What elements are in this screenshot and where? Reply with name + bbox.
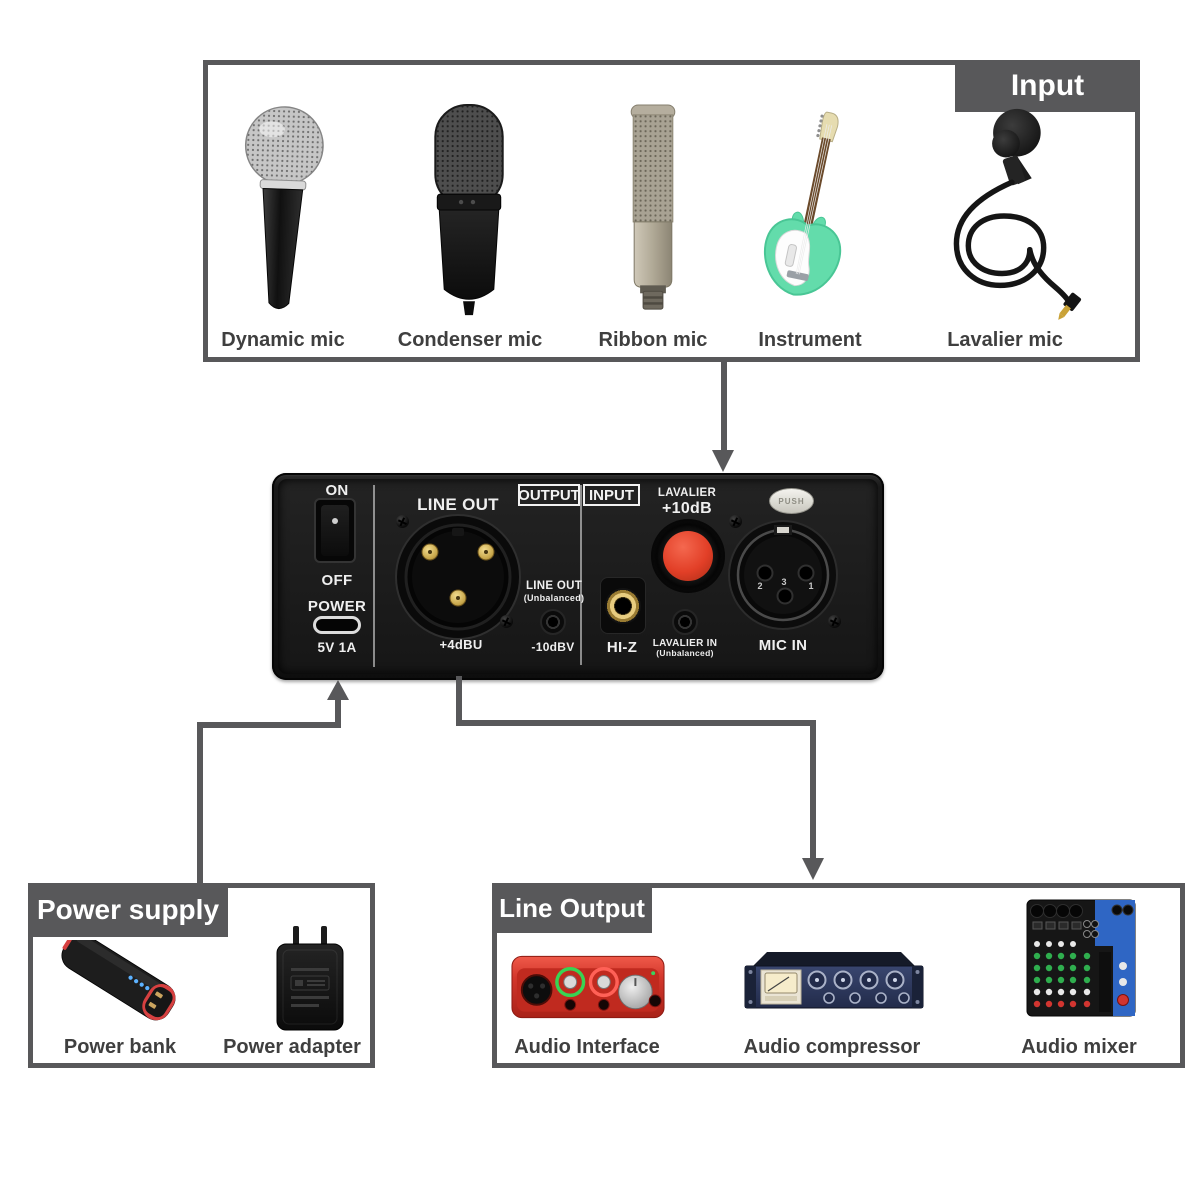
input-item-condenser-mic: Condenser mic (380, 99, 560, 352)
input-section-header: Input (955, 60, 1140, 112)
line-out-unbalanced-level: -10dBV (531, 640, 575, 654)
item-label: Instrument (758, 329, 862, 351)
usb-rating-label: 5V 1A (317, 640, 357, 655)
lavalier-gain-line1: LAVALIER (657, 487, 717, 499)
xlr-female-connector: 2 3 1 (728, 520, 838, 630)
xlr-pin2-number: 2 (757, 581, 762, 591)
power-bank-icon (61, 940, 176, 1021)
xlr-pin1-number: 1 (808, 581, 813, 591)
hi-z-label: HI-Z (606, 639, 638, 656)
input-item-dynamic-mic: Dynamic mic (193, 99, 373, 352)
lavalier-in-line1: LAVALIER IN (652, 638, 718, 649)
lavalier-mic-icon (953, 108, 1082, 320)
ribbon-mic-icon (630, 104, 676, 310)
power-adapter-icon (276, 926, 344, 1031)
power-switch (314, 498, 356, 563)
dynamic-mic-icon (244, 106, 324, 310)
power-path-arrowhead (327, 680, 349, 700)
power-path-vertical (197, 722, 203, 883)
line-output-title: Line Output (499, 892, 645, 923)
power-switch-dot (332, 518, 338, 524)
lavalier-gain-button-cap (663, 531, 713, 581)
line-out-level-label: +4dBU (439, 637, 483, 652)
item-label: Power adapter (223, 1036, 361, 1058)
audio-interface-icon (511, 955, 665, 1019)
lineout-path-vertical (810, 720, 816, 858)
lavalier-in-line2: (Unbalanced) (656, 648, 714, 659)
item-label: Dynamic mic (221, 329, 345, 351)
line-out-unbalanced-jack (540, 609, 566, 635)
lavalier-in-jack (672, 609, 698, 635)
lineout-path-horizontal (456, 720, 816, 726)
preamp-device: ON OFF POWER 5V 1A LINE OUT +4dBU (272, 473, 884, 680)
input-section-frame: Input Dynamic (203, 60, 1140, 362)
line-output-frame: Line Output (492, 883, 1185, 1068)
lavalier-in-label: LAVALIER IN (Unbalanced) (637, 638, 733, 659)
mic-in-label: MIC IN (758, 637, 808, 654)
line-out-unbalanced-label: LINE OUT (Unbalanced) (512, 580, 596, 603)
lineout-path-arrowhead (802, 858, 824, 880)
screw-icon (500, 615, 513, 628)
input-title: Input (1010, 69, 1085, 102)
item-label: Power bank (63, 1036, 177, 1058)
lavalier-gain-line2: +10dB (662, 499, 712, 517)
power-label: POWER (307, 598, 367, 615)
power-off-label: OFF (321, 572, 353, 589)
electric-guitar-icon (763, 111, 842, 296)
lavalier-gain-button (651, 519, 725, 593)
screw-icon (828, 615, 841, 628)
xlr-male-connector (395, 514, 521, 640)
item-label: Condenser mic (397, 329, 543, 351)
screw-icon (729, 515, 742, 528)
input-item-lavalier-mic: Lavalier mic (915, 99, 1095, 352)
power-supply-frame: Power supply Power bank (28, 883, 375, 1068)
line-out-label: LINE OUT (417, 495, 499, 514)
item-label: Lavalier mic (947, 329, 1063, 351)
screw-icon (396, 515, 409, 528)
audio-compressor-icon (744, 952, 924, 1009)
power-switch-rocker (321, 505, 349, 556)
condenser-mic-icon (434, 103, 504, 316)
power-supply-header: Power supply (28, 883, 228, 937)
item-label: Ribbon mic (598, 329, 708, 351)
input-item-instrument: Instrument (720, 99, 900, 352)
power-path-horizontal (197, 722, 341, 728)
panel-divider-1 (373, 485, 375, 667)
item-label: Audio mixer (1021, 1036, 1137, 1058)
xlr-push-tab: PUSH (769, 488, 814, 514)
output-section-label: OUTPUT (518, 484, 580, 506)
item-label: Audio Interface (514, 1036, 660, 1058)
input-section-label: INPUT (583, 484, 640, 506)
line-out-unbalanced-line1: LINE OUT (525, 580, 583, 592)
line-output-header: Line Output (492, 883, 652, 933)
audio-mixer-icon (1026, 899, 1136, 1017)
power-on-label: ON (325, 482, 349, 499)
item-label: Audio compressor (743, 1036, 921, 1058)
xlr-pin3-number: 3 (781, 577, 786, 587)
hi-z-jack (600, 577, 646, 634)
hi-z-jack-ring (605, 587, 641, 624)
lineout-path-stub (456, 676, 462, 726)
lavalier-gain-label: LAVALIER +10dB (645, 487, 729, 518)
line-out-unbalanced-line2: (Unbalanced) (523, 592, 585, 603)
usb-c-port (313, 616, 361, 634)
arrow-input-to-device-line (721, 360, 727, 454)
input-item-ribbon-mic: Ribbon mic (563, 99, 743, 352)
arrow-input-to-device-head (712, 450, 734, 472)
power-supply-title: Power supply (36, 894, 220, 925)
power-path-stub (335, 699, 341, 726)
panel-divider-2 (580, 485, 582, 665)
